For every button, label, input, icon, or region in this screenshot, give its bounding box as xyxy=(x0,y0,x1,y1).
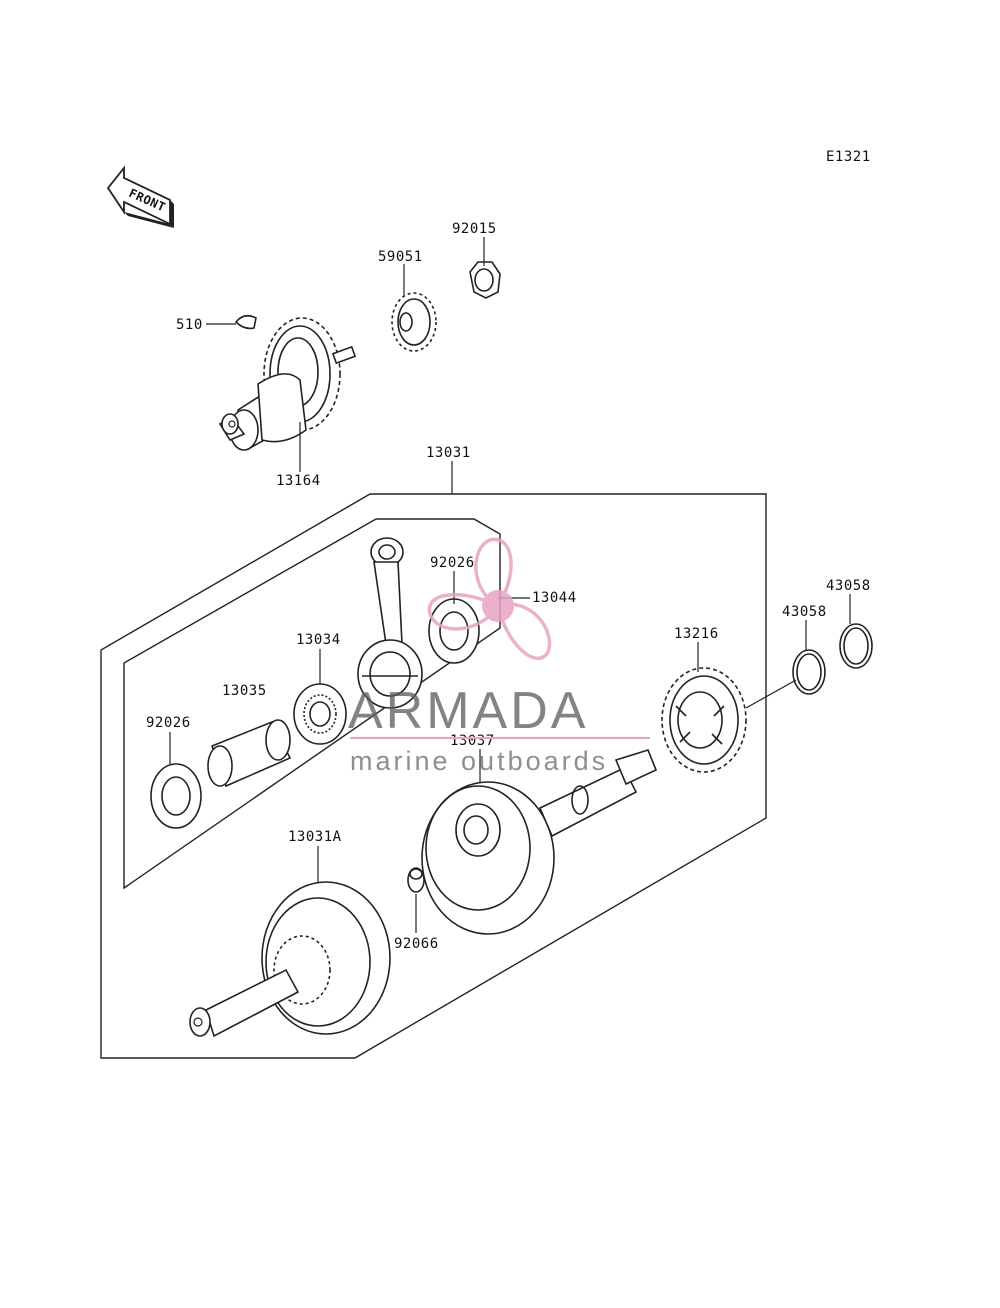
part-label-13031A: 13031A xyxy=(288,829,342,845)
ring-43058-inner-illustration xyxy=(792,649,826,695)
needle-bearing-illustration xyxy=(293,683,347,745)
part-label-510: 510 xyxy=(176,317,203,333)
nut-92015-illustration xyxy=(469,261,501,299)
balancer-shaft-illustration xyxy=(218,317,357,451)
propeller-logo-icon xyxy=(427,537,552,660)
part-label-92066: 92066 xyxy=(394,936,439,952)
connecting-rod-illustration xyxy=(357,537,423,709)
crank-pin-illustration xyxy=(207,719,292,788)
front-arrow-icon: FRONT xyxy=(106,165,174,228)
thrust-washer-upper-illustration xyxy=(428,598,480,664)
part-label-13034: 13034 xyxy=(296,632,341,648)
part-label-13035: 13035 xyxy=(222,683,267,699)
ring-43058-outer-illustration xyxy=(839,623,873,669)
part-label-43058-inner: 43058 xyxy=(782,604,827,620)
crankshaft-left-illustration xyxy=(189,881,391,1038)
thrust-washer-lower-illustration xyxy=(150,763,202,829)
part-label-43058-outer: 43058 xyxy=(826,578,871,594)
connecting-rod-subgroup-frame xyxy=(123,518,501,890)
crank-gear-illustration xyxy=(661,667,747,773)
part-label-13216: 13216 xyxy=(674,626,719,642)
diagram-code: E1321 xyxy=(826,149,871,165)
woodruff-key-illustration xyxy=(234,314,257,330)
leader-lines xyxy=(169,237,851,933)
watermark: ARMADA marine outboards xyxy=(348,537,650,776)
part-label-92026-upper: 92026 xyxy=(430,555,475,571)
part-label-92015: 92015 xyxy=(452,221,497,237)
watermark-tagline: marine outboards xyxy=(350,746,608,776)
crankshaft-assembly-frame xyxy=(100,493,767,1059)
part-label-13031: 13031 xyxy=(426,445,471,461)
watermark-brand: ARMADA xyxy=(348,682,588,740)
part-label-13164: 13164 xyxy=(276,473,321,489)
part-label-92026-lower: 92026 xyxy=(146,715,191,731)
dowel-pin-illustration xyxy=(407,867,425,893)
crankshaft-right-illustration xyxy=(421,749,658,935)
gear-59051-illustration xyxy=(391,292,437,352)
part-label-13044: 13044 xyxy=(532,590,577,606)
part-label-59051: 59051 xyxy=(378,249,423,265)
